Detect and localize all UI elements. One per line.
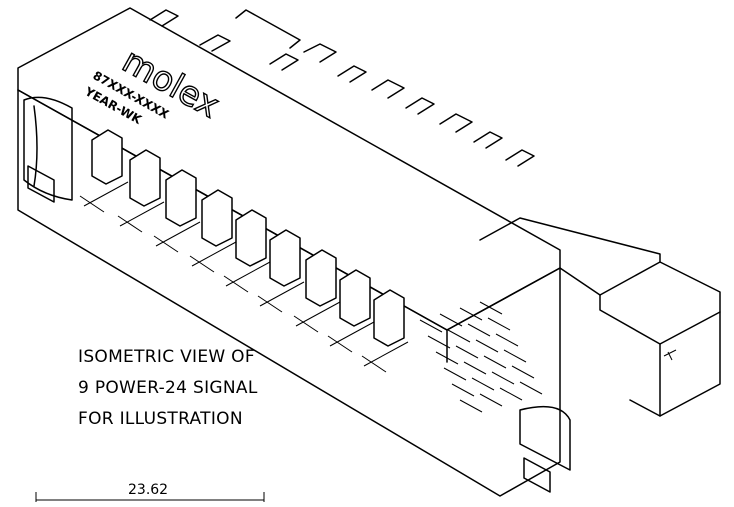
right-end-cavity — [519, 405, 571, 471]
dimension-value: 23.62 — [128, 482, 169, 498]
note-line-1: ISOMETRIC VIEW OF — [78, 347, 255, 367]
signal-pins — [419, 301, 543, 413]
top-ribs — [149, 9, 535, 167]
note-line-2: 9 POWER-24 SIGNAL — [78, 378, 258, 398]
contact-slots — [79, 181, 409, 373]
power-contacts — [91, 129, 405, 347]
housing-front-face — [17, 89, 561, 497]
note-line-3: FOR ILLUSTRATION — [78, 409, 243, 429]
rear-shroud — [479, 217, 721, 417]
left-end-cavity — [23, 96, 73, 201]
dimension-line — [35, 492, 265, 502]
